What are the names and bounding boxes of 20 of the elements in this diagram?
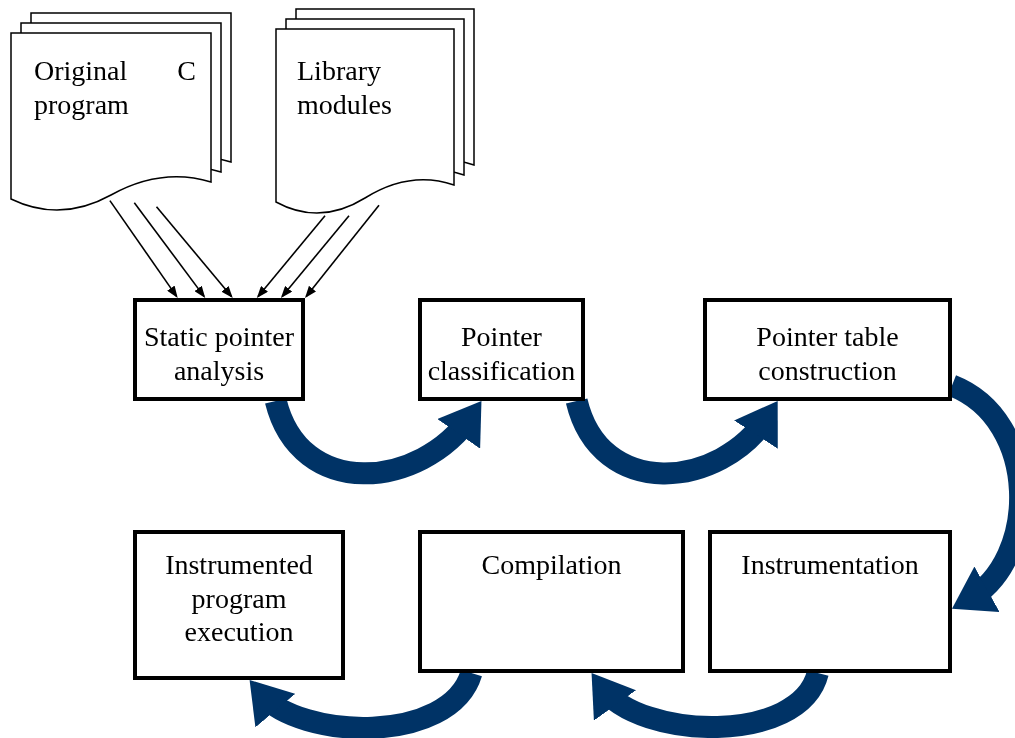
process-label: Instrumentation — [741, 548, 919, 582]
arrow — [280, 214, 350, 298]
process-label: Compilation — [481, 548, 622, 582]
process-box — [418, 530, 685, 673]
process-label: Pointer table construction — [755, 320, 900, 388]
process-box — [133, 530, 345, 680]
arrow — [155, 205, 233, 298]
process-box — [703, 298, 952, 401]
arrow — [109, 199, 178, 298]
process-label: Instrumented program execution — [164, 548, 314, 649]
arrow — [133, 201, 206, 298]
process-box — [418, 298, 585, 401]
process-box — [708, 530, 952, 673]
arrow — [256, 214, 326, 298]
document-label: Original C program — [34, 54, 196, 122]
process-label: Pointer classification — [426, 320, 577, 388]
process-label: Static pointer analysis — [142, 320, 296, 388]
document-label: Library modules — [297, 54, 393, 122]
arrow — [305, 204, 380, 298]
process-box — [133, 298, 305, 401]
